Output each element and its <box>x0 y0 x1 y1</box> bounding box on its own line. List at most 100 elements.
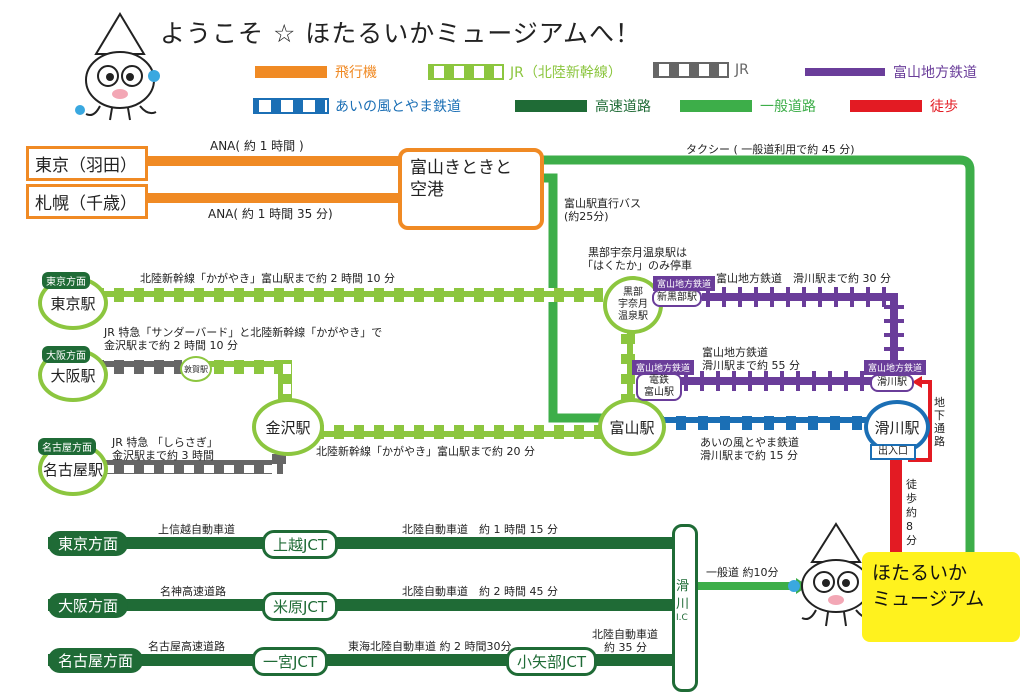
ic-label-2: 川 <box>676 597 690 612</box>
airport-name-line1: 富山きときと <box>410 158 512 178</box>
namerikawa-exit: 出入口 <box>870 444 916 460</box>
hokuriku-35-label-2: 約 35 分 <box>604 641 647 654</box>
kurobe-label-1: 黒部 <box>623 287 643 298</box>
legend-expressway-label: 高速道路 <box>595 99 651 115</box>
legend-general-road: 一般道路 <box>680 96 816 116</box>
legend-ainokaze-label: あいの風とやま鉄道 <box>335 99 461 115</box>
kurobe-note-line1: 黒部宇奈月温泉駅は <box>588 246 687 259</box>
legend-jr-label: JR <box>735 62 749 78</box>
chiho-rail-lower <box>680 377 876 385</box>
nagoya-route-line1: JR 特急 「しらさぎ」 <box>112 436 218 449</box>
station-tsuruga-label: 敦賀駅 <box>184 364 208 374</box>
bus-label-line2: (約25分) <box>564 210 609 223</box>
bus-label-line1: 富山駅直行バス <box>564 197 641 210</box>
shinkansen-tokyo-label: 北陸新幹線「かがやき」富山駅まで約 2 時間 10 分 <box>140 272 395 285</box>
toyama-chiho-swatch <box>805 68 885 76</box>
legend-toyama-chiho-label: 富山地方鉄道 <box>893 65 977 81</box>
rail-tie <box>884 305 904 309</box>
dentetsu-toyama-label-1: 電鉄 <box>649 375 669 386</box>
rail-tie <box>834 287 838 307</box>
rail-tie <box>884 333 904 337</box>
plane-swatch <box>255 66 327 78</box>
taxi-label: タクシー ( 一般道利用で約 45 分) <box>686 143 855 156</box>
chiho-lower-label-line1: 富山地方鉄道 <box>702 346 768 359</box>
hokuriku-2h45-label: 北陸自動車道 約 2 時間 45 分 <box>402 585 558 598</box>
ana-tokyo-line <box>128 156 400 166</box>
station-tsuruga: 敦賀駅 <box>180 356 212 382</box>
highway-tokyo-dir: 東京方面 <box>48 531 129 556</box>
joshinetsu-label: 上信越自動車道 <box>158 523 235 536</box>
legend-expressway: 高速道路 <box>515 96 651 116</box>
airport-name-line2: 空港 <box>410 180 444 200</box>
nagoya-route-line2: 金沢駅まで約 3 時間 <box>112 449 214 462</box>
namerikawa-ic: 滑 川 I.C <box>672 524 698 692</box>
osaka-route-line2: 金沢駅まで約 2 時間 10 分 <box>104 339 238 352</box>
ainokaze-label-line1: あいの風とやま鉄道 <box>700 436 799 449</box>
osaka-route-line1: JR 特急「サンダーバード」と北陸新幹線「かがやき」で <box>104 326 383 339</box>
jr-swatch <box>653 62 729 78</box>
station-kanazawa-label: 金沢駅 <box>265 418 311 437</box>
rail-tie <box>716 371 720 391</box>
expressway-osaka <box>48 599 676 611</box>
rail-tie <box>738 287 742 307</box>
ic-label-1: 滑 <box>676 579 690 594</box>
shin-kurobe-line-tag: 富山地方鉄道 <box>653 276 716 291</box>
legend-general-road-label: 一般道路 <box>760 99 816 115</box>
station-dentetsu-toyama: 電鉄 富山駅 <box>636 373 682 401</box>
highway-osaka-dir: 大阪方面 <box>48 593 129 618</box>
legend-toyama-chiho: 富山地方鉄道 <box>805 62 977 82</box>
legend-walk: 徒歩 <box>850 96 958 116</box>
rail-tie <box>722 287 726 307</box>
oyabe-jct: 小矢部JCT <box>506 647 598 676</box>
expressway-tokyo <box>48 537 676 549</box>
ainokaze-line <box>652 416 867 430</box>
ic-label-3: I.C <box>676 613 688 623</box>
walk-swatch <box>850 100 922 112</box>
shinkansen-kanazawa-toyama <box>314 425 604 439</box>
hokuriku-35-label-1: 北陸自動車道 <box>592 628 658 641</box>
rail-tie <box>706 287 710 307</box>
rail-tie <box>850 287 854 307</box>
walk-label: 徒歩約8分 <box>906 478 917 547</box>
shinkansen-kurobe-toyama <box>621 322 635 400</box>
rail-tie <box>748 371 752 391</box>
kurobe-label-3: 温泉駅 <box>618 311 648 322</box>
station-namerikawa-chiho: 滑川駅 <box>870 374 914 392</box>
rail-tie <box>700 371 704 391</box>
joetsu-jct: 上越JCT <box>262 530 339 559</box>
rail-tie <box>732 371 736 391</box>
shinkansen-kanazawa-label: 北陸新幹線「かがやき」富山駅まで約 20 分 <box>316 445 535 458</box>
rail-tie <box>754 287 758 307</box>
origin-sapporo-chitose: 札幌（千歳） <box>26 184 148 219</box>
underpass-label: 地下通路 <box>934 396 945 448</box>
shinkansen-to-kanazawa-v <box>278 360 292 404</box>
legend-plane-label: 飛行機 <box>335 65 377 81</box>
rail-tie <box>764 371 768 391</box>
rail-tie <box>770 287 774 307</box>
nagoya-dir-tag: 名古屋方面 <box>38 438 96 455</box>
rail-tie <box>844 371 848 391</box>
page-title: ようこそ ☆ ほたるいかミュージアムへ！ <box>160 19 642 48</box>
kurobe-note-line2: 「はくたか」のみ停車 <box>582 259 692 272</box>
ainokaze-label-line2: 滑川駅まで約 15 分 <box>700 449 798 462</box>
legend-jr-shinkansen-label: JR（北陸新幹線） <box>510 65 622 81</box>
rail-tie <box>786 287 790 307</box>
underpass-arrow <box>912 376 922 388</box>
rail-tie <box>882 287 886 307</box>
jr-shinkansen-swatch <box>428 64 504 80</box>
legend-ainokaze: あいの風とやま鉄道 <box>253 96 461 116</box>
jr-osaka-line <box>98 360 182 374</box>
rail-tie <box>812 371 816 391</box>
dentetsu-toyama-line-tag: 富山地方鉄道 <box>632 360 695 375</box>
toyama-airport: 富山きときと 空港 <box>398 148 544 230</box>
ana-sapporo-line <box>128 193 400 203</box>
rail-tie <box>802 287 806 307</box>
station-tokyo-label: 東京駅 <box>50 294 96 313</box>
squid-mascot-bottom <box>788 522 873 633</box>
station-toyama: 富山駅 <box>598 398 666 456</box>
tokai-hokuriku-label: 東海北陸自動車道 約 2 時間30分 <box>348 640 512 653</box>
shinkansen-osaka-segment <box>208 360 290 374</box>
rail-tie <box>828 371 832 391</box>
chiho-upper-label: 富山地方鉄道 滑川駅まで約 30 分 <box>716 272 891 285</box>
maibara-jct: 米原JCT <box>262 592 339 621</box>
